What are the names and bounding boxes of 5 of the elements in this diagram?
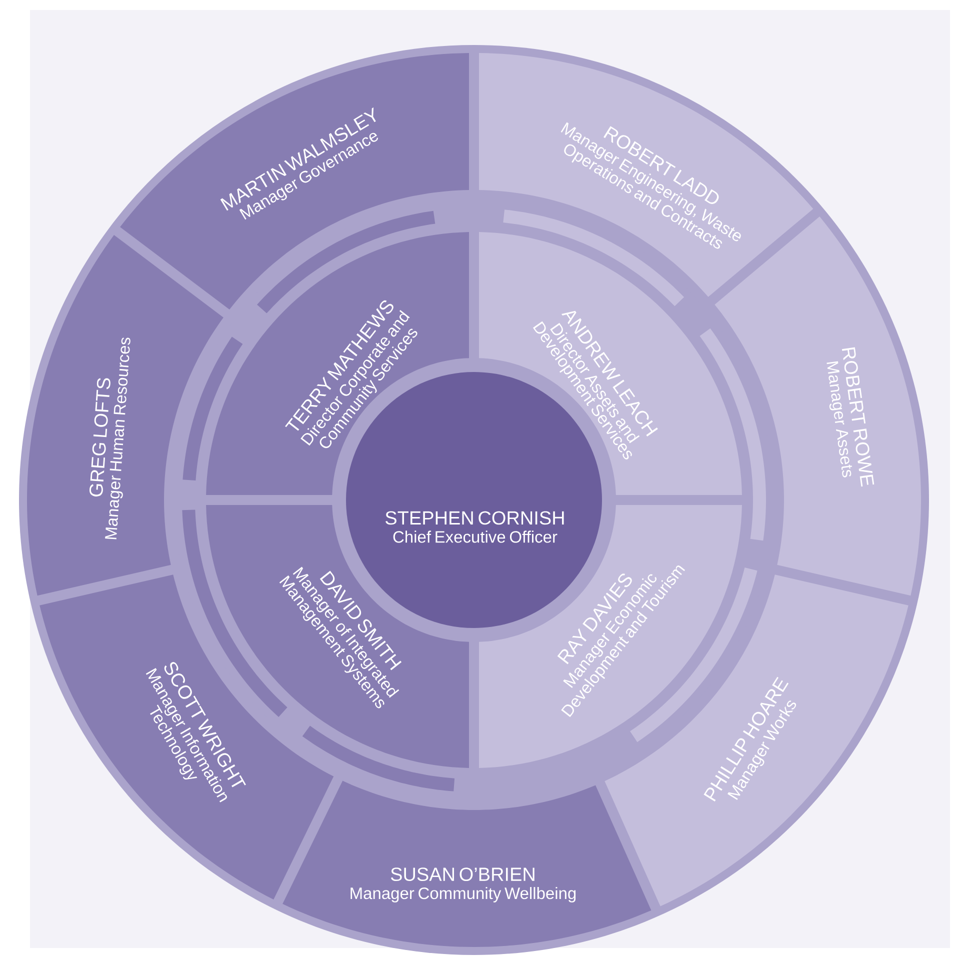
node-label: SUSAN O’BRIEN — [390, 868, 534, 882]
node-label: GREG LOFTS — [89, 378, 110, 496]
org-segment: GREG LOFTS Manager Human Resources — [27, 235, 224, 596]
org-segment: SUSAN O’BRIEN Manager Community Wellbeing — [282, 780, 652, 947]
node-label: Manager Community Wellbeing — [350, 887, 576, 902]
